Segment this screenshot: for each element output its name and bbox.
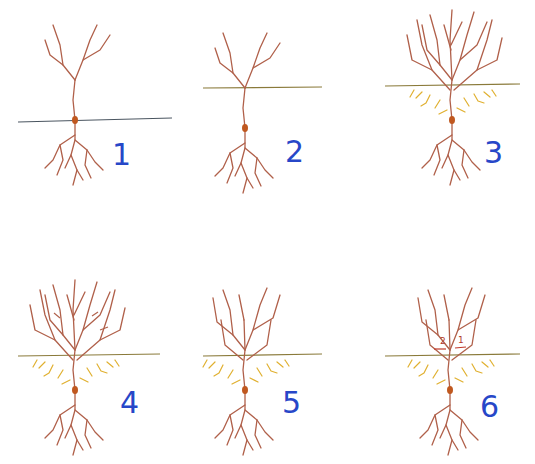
callout-number: 6: [480, 392, 499, 422]
callout-number: 4: [120, 388, 139, 418]
callout-number: 5: [282, 388, 301, 418]
callout-number: 2: [285, 137, 304, 167]
callout-number: 1: [458, 336, 464, 345]
callout-number: 1: [112, 140, 131, 170]
callout-number: 3: [484, 138, 503, 168]
callout-number: 2: [440, 337, 446, 346]
